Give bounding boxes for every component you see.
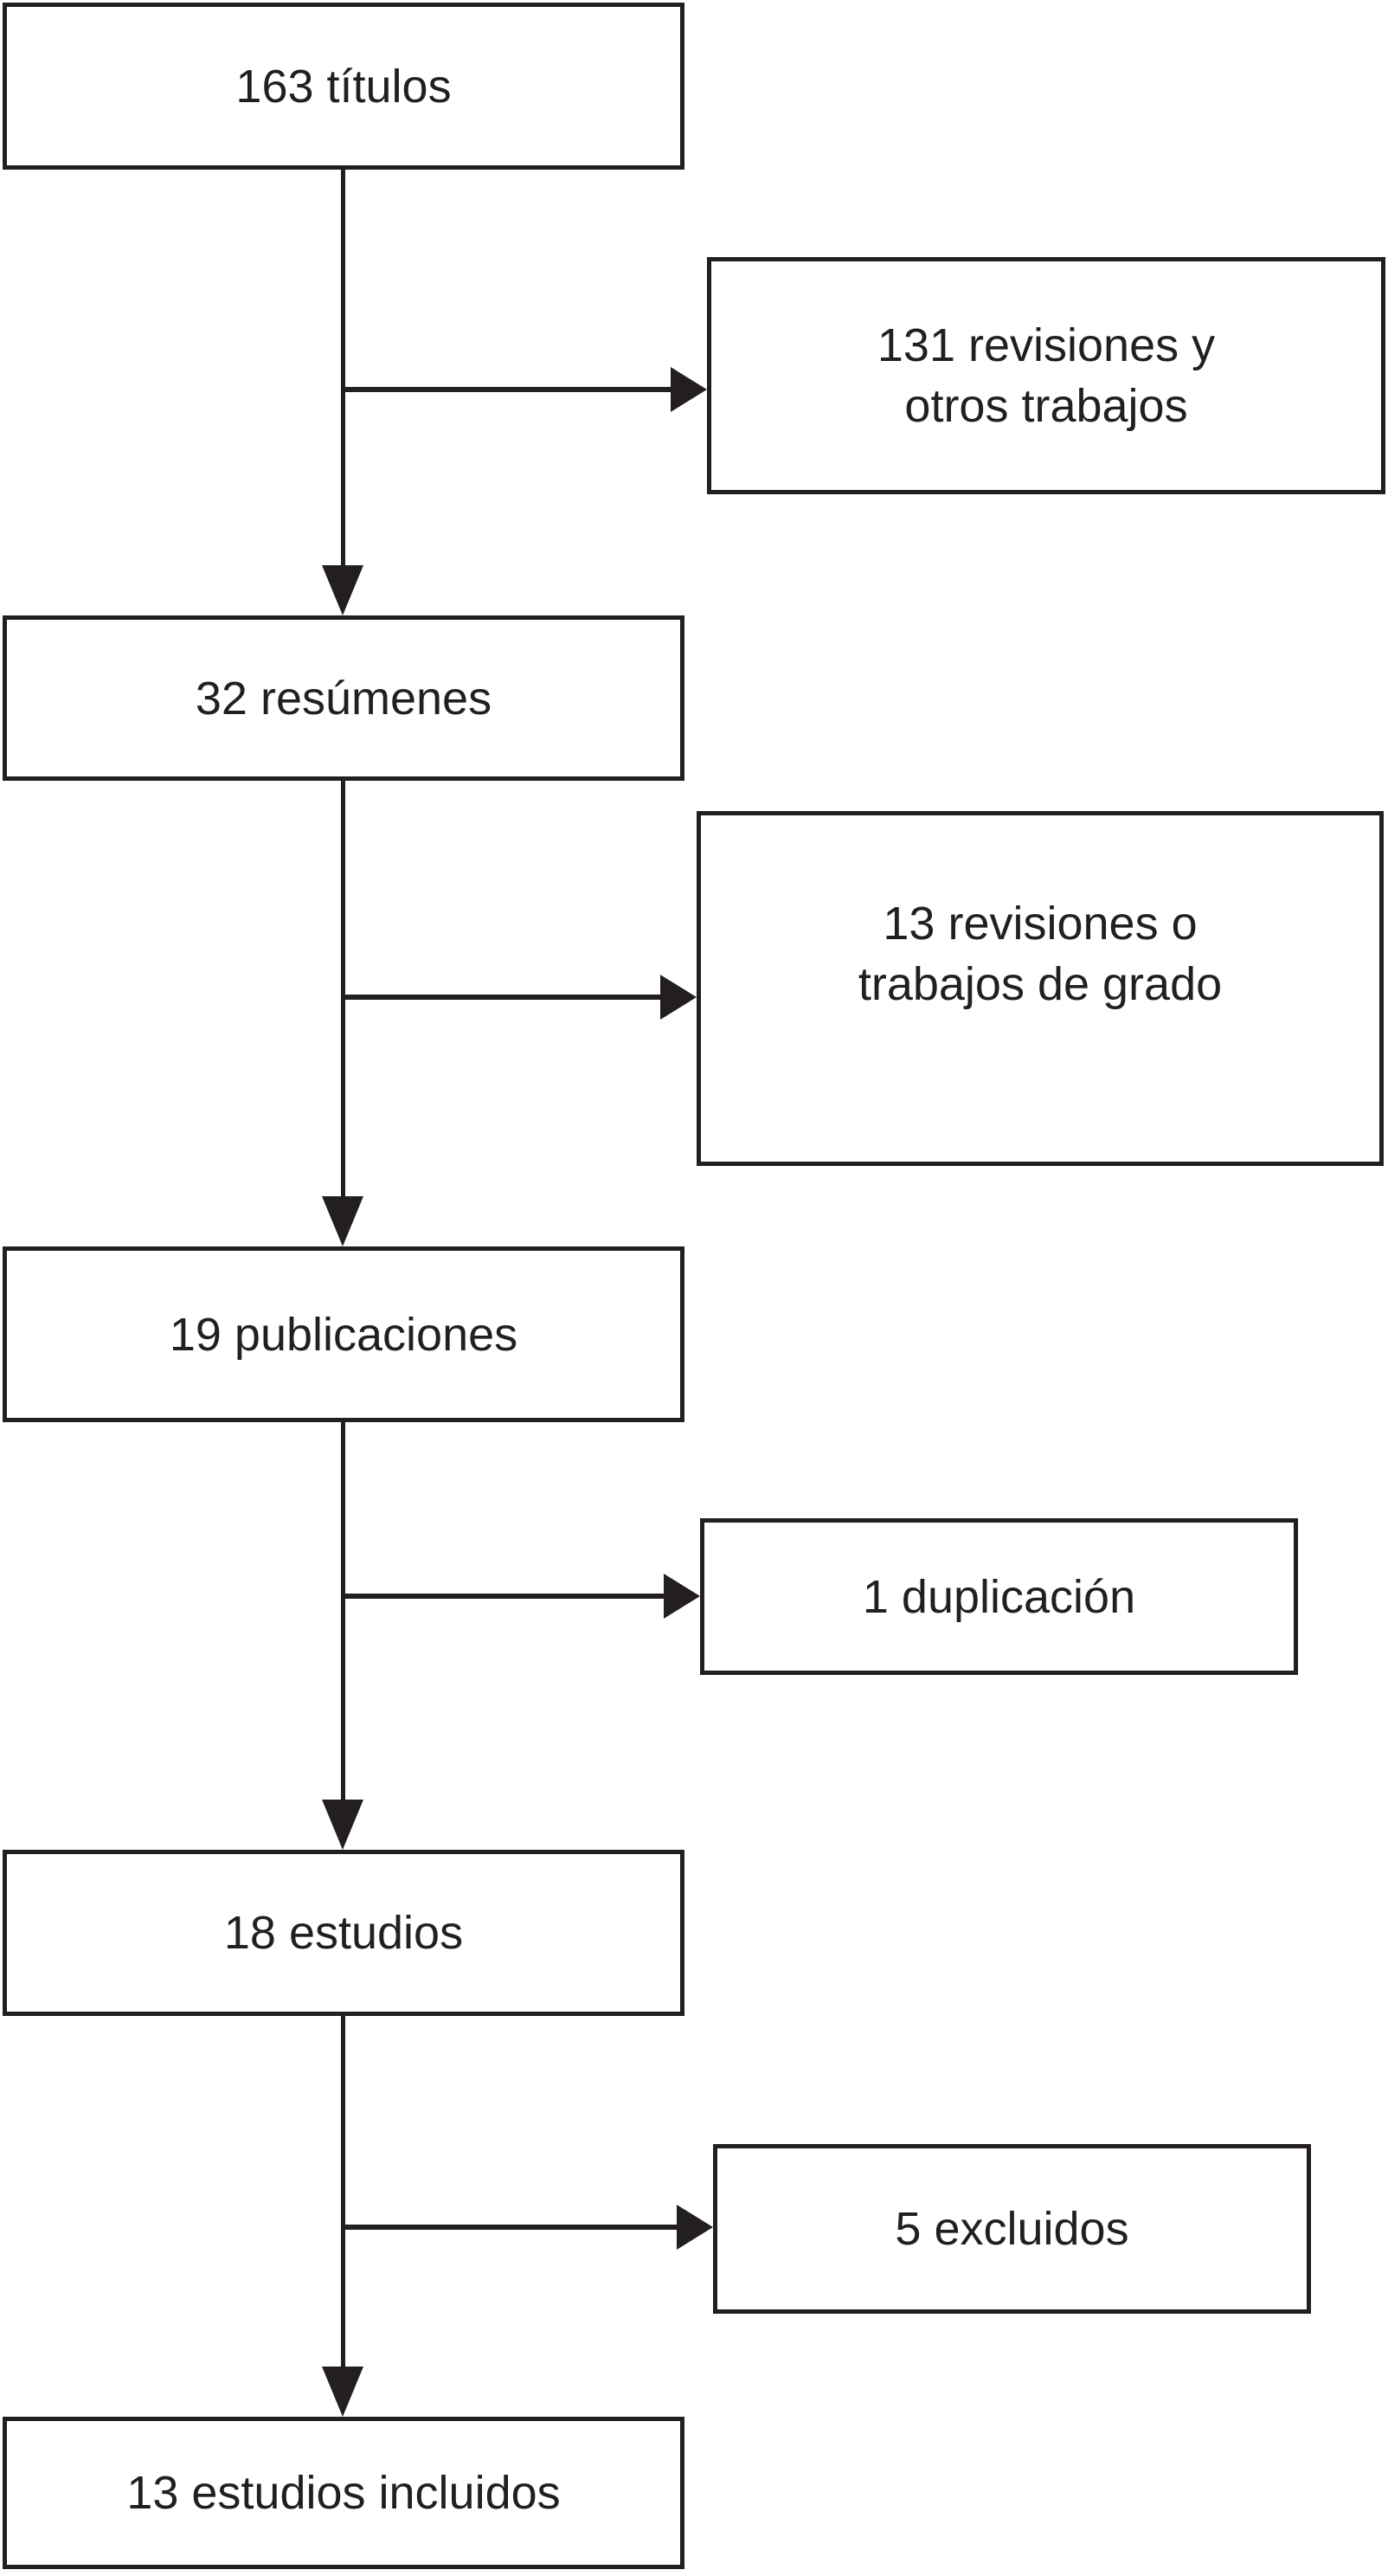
box-excluidos-label: 5 excluidos: [895, 2203, 1129, 2255]
box-estudios: 18 estudios: [3, 1850, 684, 2016]
box-revisiones-trabajos-grado: 13 revisiones o trabajos de grado: [697, 811, 1384, 1166]
arrowhead-right-revisiones-otros-icon: [671, 367, 707, 412]
connector-to-duplicacion: [343, 1594, 665, 1599]
box-revisiones-otros-trabajos: 131 revisiones y otros trabajos: [707, 257, 1385, 494]
arrowhead-right-duplicacion-icon: [664, 1574, 700, 1619]
box-revisiones-trabajos-grado-line1: 13 revisiones o: [883, 898, 1198, 950]
connector-to-revisiones-trabajos-grado: [343, 995, 661, 1000]
box-resumenes-label: 32 resúmenes: [195, 672, 492, 724]
box-duplicacion: 1 duplicación: [700, 1518, 1298, 1675]
arrowhead-down-resumenes-icon: [322, 565, 363, 615]
box-estudios-incluidos: 13 estudios incluidos: [3, 2417, 684, 2569]
box-publicaciones: 19 publicaciones: [3, 1246, 684, 1422]
box-titulos: 163 títulos: [3, 3, 684, 170]
box-estudios-incluidos-label: 13 estudios incluidos: [126, 2467, 561, 2519]
box-revisiones-otros-trabajos-line1: 131 revisiones y: [877, 319, 1216, 371]
connector-resumenes-to-publicaciones: [341, 781, 345, 1198]
box-revisiones-otros-trabajos-line2: otros trabajos: [904, 380, 1188, 432]
box-resumenes: 32 resúmenes: [3, 615, 684, 781]
arrowhead-down-estudios-icon: [322, 1800, 363, 1850]
box-revisiones-trabajos-grado-line2: trabajos de grado: [858, 958, 1223, 1010]
connector-to-revisiones-otros-trabajos: [343, 387, 672, 392]
connector-publicaciones-to-estudios: [341, 1422, 345, 1801]
box-publicaciones-label: 19 publicaciones: [169, 1308, 518, 1361]
connector-to-excluidos: [343, 2225, 678, 2230]
arrowhead-down-publicaciones-icon: [322, 1196, 363, 1246]
arrowhead-right-revisiones-grado-icon: [660, 975, 697, 1020]
arrowhead-down-incluidos-icon: [322, 2367, 363, 2417]
box-duplicacion-label: 1 duplicación: [862, 1570, 1136, 1623]
connector-estudios-to-incluidos: [341, 2016, 345, 2368]
box-titulos-label: 163 títulos: [235, 60, 452, 113]
connector-titulos-to-resumenes: [341, 170, 345, 572]
box-estudios-label: 18 estudios: [223, 1907, 464, 1959]
box-excluidos: 5 excluidos: [713, 2144, 1311, 2314]
arrowhead-right-excluidos-icon: [677, 2205, 713, 2250]
